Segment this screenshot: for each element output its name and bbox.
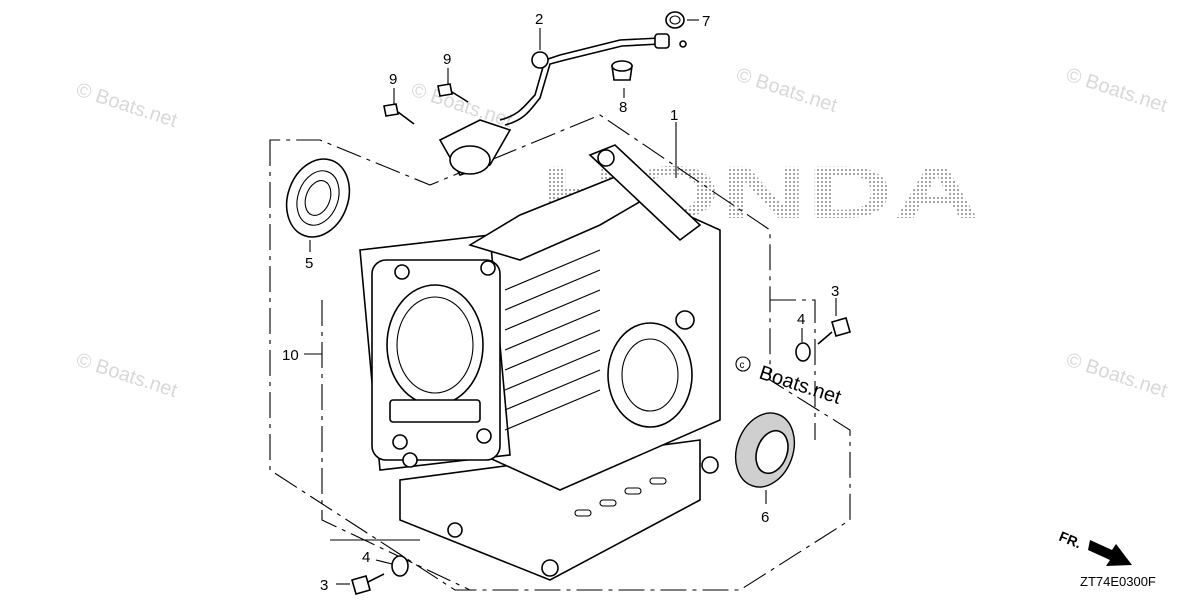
callout-4-lower: 4: [362, 549, 370, 566]
callout-7: 7: [702, 13, 710, 30]
callout-4-upper: 4: [797, 311, 805, 328]
assembly-right-outline: [770, 299, 816, 440]
bolt-left: [383, 103, 415, 125]
washer-upper: [795, 342, 811, 362]
assembly-inner-outline: [321, 300, 471, 591]
cylinder-block: [359, 144, 721, 581]
callout-8: 8: [619, 99, 627, 116]
oil-level-switch: [438, 33, 687, 176]
callout-10: 10: [282, 347, 299, 364]
callout-6: 6: [761, 509, 769, 526]
o-ring-inner: [669, 15, 681, 25]
bearing: [285, 158, 351, 238]
fr-label: FR.: [1057, 528, 1084, 551]
callout-9-right: 9: [443, 51, 451, 68]
callout-2: 2: [535, 11, 543, 28]
watermark-7: © Boats.net: [1063, 349, 1170, 402]
bolt-upper: [817, 317, 851, 345]
callout-1: 1: [670, 107, 678, 124]
center-watermark: c Boats.net: [735, 356, 844, 409]
watermark-3: © Boats.net: [733, 64, 840, 117]
o-ring: [665, 11, 685, 29]
watermark-5: © Boats.net: [73, 349, 180, 402]
callout-9-left: 9: [389, 71, 397, 88]
assembly-outline: [269, 114, 851, 591]
bolt-lower: [351, 573, 385, 595]
callout-3-lower: 3: [320, 577, 328, 594]
washer-lower: [391, 555, 409, 577]
fr-arrow-icon: [1088, 540, 1132, 566]
oil-seal: [734, 412, 796, 488]
callout-5: 5: [305, 255, 313, 272]
watermark-1: © Boats.net: [73, 79, 180, 132]
svg-text:c: c: [740, 360, 745, 371]
watermark-4: © Boats.net: [1063, 64, 1170, 117]
grommet: [611, 60, 633, 81]
callout-3-upper: 3: [831, 283, 839, 300]
diagram-code: ZT74E0300F: [1080, 574, 1156, 589]
leader-lines: [304, 19, 837, 585]
bolt-right: [437, 83, 469, 103]
front-direction-indicator: FR.: [1057, 528, 1132, 566]
svg-text:Boats.net: Boats.net: [756, 362, 844, 409]
watermark-2: © Boats.net: [408, 79, 515, 132]
